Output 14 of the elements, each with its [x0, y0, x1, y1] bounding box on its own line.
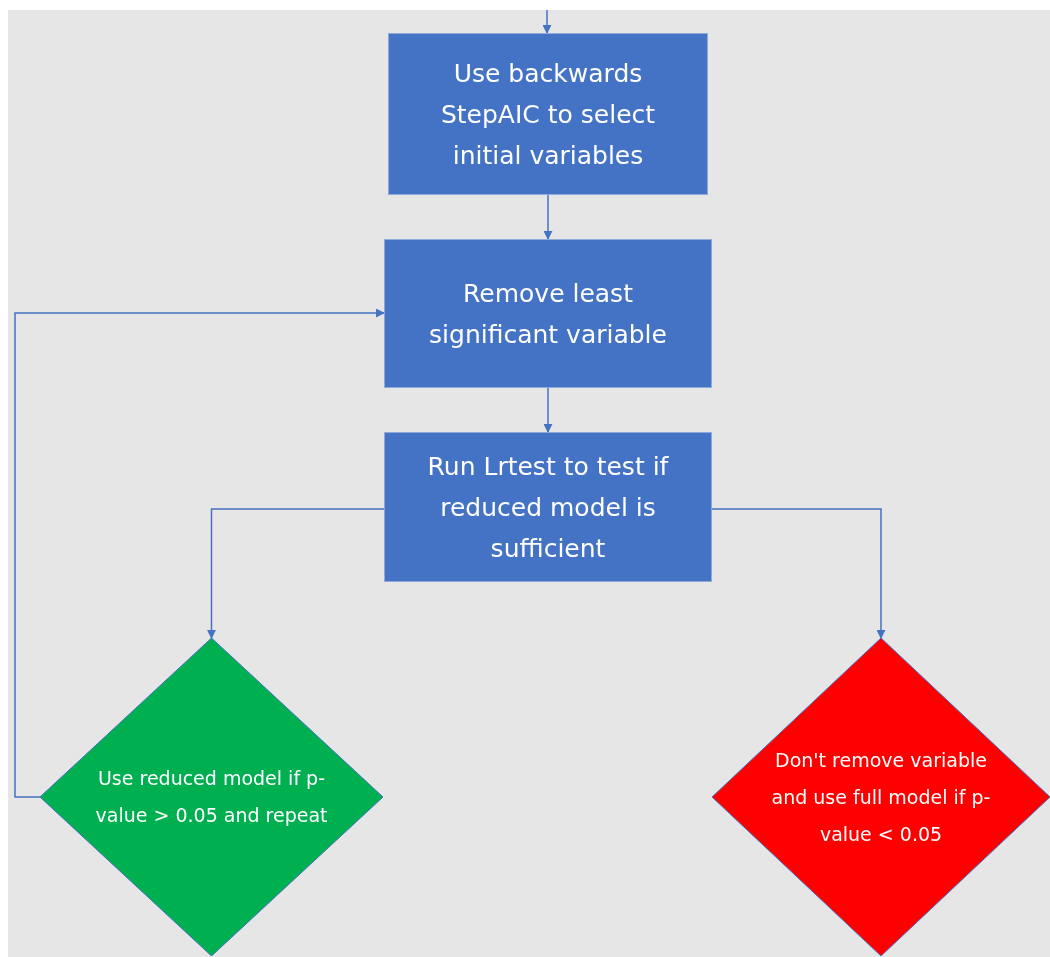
arrow	[543, 387, 553, 433]
arrow	[711, 508, 886, 639]
arrow	[542, 9, 552, 34]
process-text: Use backwards StepAIC to select initial variables	[439, 57, 657, 172]
process-text: Remove least significant variable	[428, 277, 668, 351]
decision-text: Don't remove variable and use full model if p-value < 0.05	[770, 747, 992, 847]
process-box	[384, 432, 712, 582]
arrow	[543, 194, 553, 240]
decision-text: Use reduced model if p-value > 0.05 and repeat	[94, 766, 329, 828]
process-text: Run Lrtest to test if reduced model is sufficient	[426, 450, 670, 565]
process-box	[388, 33, 708, 195]
arrow	[207, 508, 385, 639]
process-box	[384, 239, 712, 388]
arrow	[14, 308, 385, 798]
